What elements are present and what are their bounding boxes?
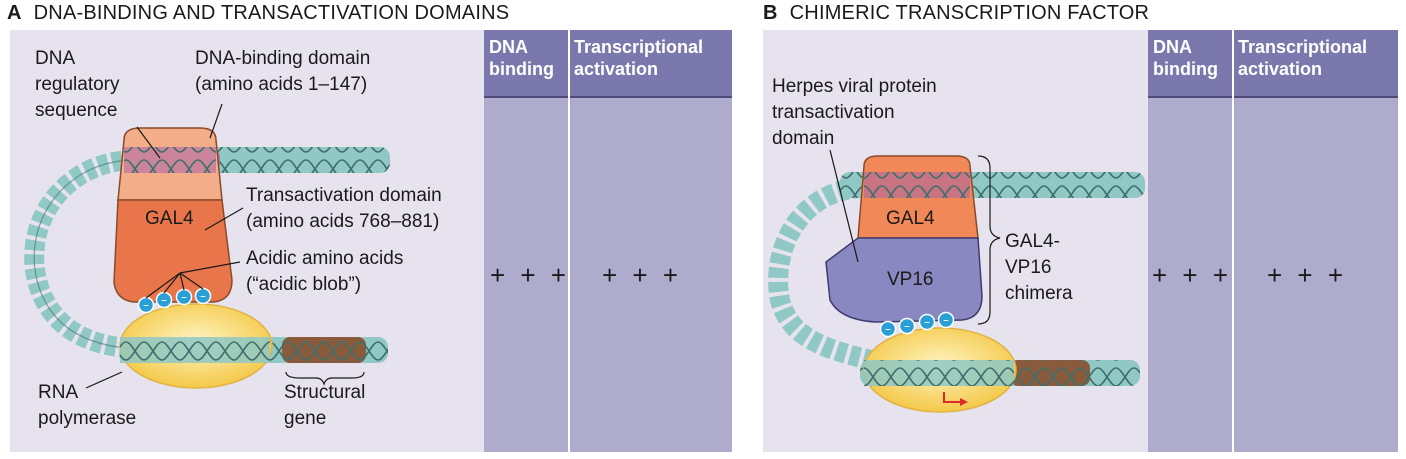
label-acidic-amino-acids: Acidic amino acids (“acidic blob”)	[246, 248, 404, 295]
svg-text:–: –	[161, 293, 167, 307]
panel-b-activation-header: Transcriptional activation	[1233, 30, 1398, 96]
panel-a-letter: A	[7, 2, 22, 24]
panel-a: DNA binding Transcriptional activation +…	[10, 30, 732, 452]
leader-lines-a	[85, 103, 365, 389]
svg-text:–: –	[885, 322, 891, 336]
panel-b-activation-value: + + +	[1267, 260, 1347, 290]
panel-b-title: B CHIMERIC TRANSCRIPTION FACTOR	[763, 2, 1149, 25]
panel-b-title-text: CHIMERIC TRANSCRIPTION FACTOR	[789, 2, 1150, 24]
svg-text:–: –	[143, 298, 149, 312]
svg-text:–: –	[181, 290, 187, 304]
panel-a-dna-binding-column	[484, 96, 569, 452]
panel-a-activation-column	[569, 96, 732, 452]
svg-text:–: –	[924, 315, 930, 329]
panel-a-activation-header: Transcriptional activation	[569, 30, 732, 96]
acidic-charges-b: – – – –	[879, 311, 955, 338]
panel-a-title: A DNA-BINDING AND TRANSACTIVATION DOMAINS	[7, 2, 509, 25]
panel-b-activation-column	[1233, 96, 1398, 452]
gal4-transactivation-domain-a	[113, 199, 233, 303]
panel-b-dna-binding-value: + + +	[1152, 260, 1232, 290]
panel-b-dna-binding-header: DNA binding	[1148, 30, 1233, 96]
svg-text:–: –	[200, 289, 206, 303]
label-dna-regulatory-sequence: DNA regulatory sequence	[35, 48, 120, 121]
dna-loop-b	[768, 178, 873, 370]
panel-a-header-rule	[484, 96, 732, 98]
transcription-start-arrow	[943, 392, 964, 403]
label-herpes-transactivation: Herpes viral protein transactivation dom…	[772, 76, 937, 149]
panel-a-title-text: DNA-BINDING AND TRANSACTIVATION DOMAINS	[33, 2, 510, 24]
panel-b-letter: B	[763, 2, 778, 24]
panel-a-activation-value: + + +	[602, 260, 682, 290]
panel-b-header-rule	[1148, 96, 1398, 98]
svg-text:–: –	[904, 319, 910, 333]
leader-lines-b	[829, 149, 1001, 325]
label-vp16-b: VP16	[887, 269, 934, 290]
panel-b-dna-binding-column	[1148, 96, 1233, 452]
acidic-charges-a: – – – –	[137, 287, 212, 314]
panel-a-dna-binding-header: DNA binding	[484, 30, 569, 96]
label-dna-binding-domain: DNA-binding domain (amino acids 1–147)	[195, 48, 371, 95]
panel-a-column-divider	[568, 30, 570, 452]
label-transactivation-domain: Transactivation domain (amino acids 768–…	[246, 185, 442, 232]
label-gal4-b: GAL4	[886, 208, 935, 229]
chimera-brace	[977, 155, 1001, 325]
label-rna-polymerase-a: RNA polymerase	[38, 382, 137, 429]
svg-text:–: –	[943, 313, 949, 327]
label-structural-gene: Structural gene	[284, 382, 366, 429]
panel-b-column-divider	[1232, 30, 1234, 452]
label-gal4-vp16-chimera: GAL4- VP16 chimera	[1005, 231, 1073, 304]
label-gal4-a: GAL4	[145, 208, 194, 229]
panel-a-dna-binding-value: + + +	[490, 260, 570, 290]
